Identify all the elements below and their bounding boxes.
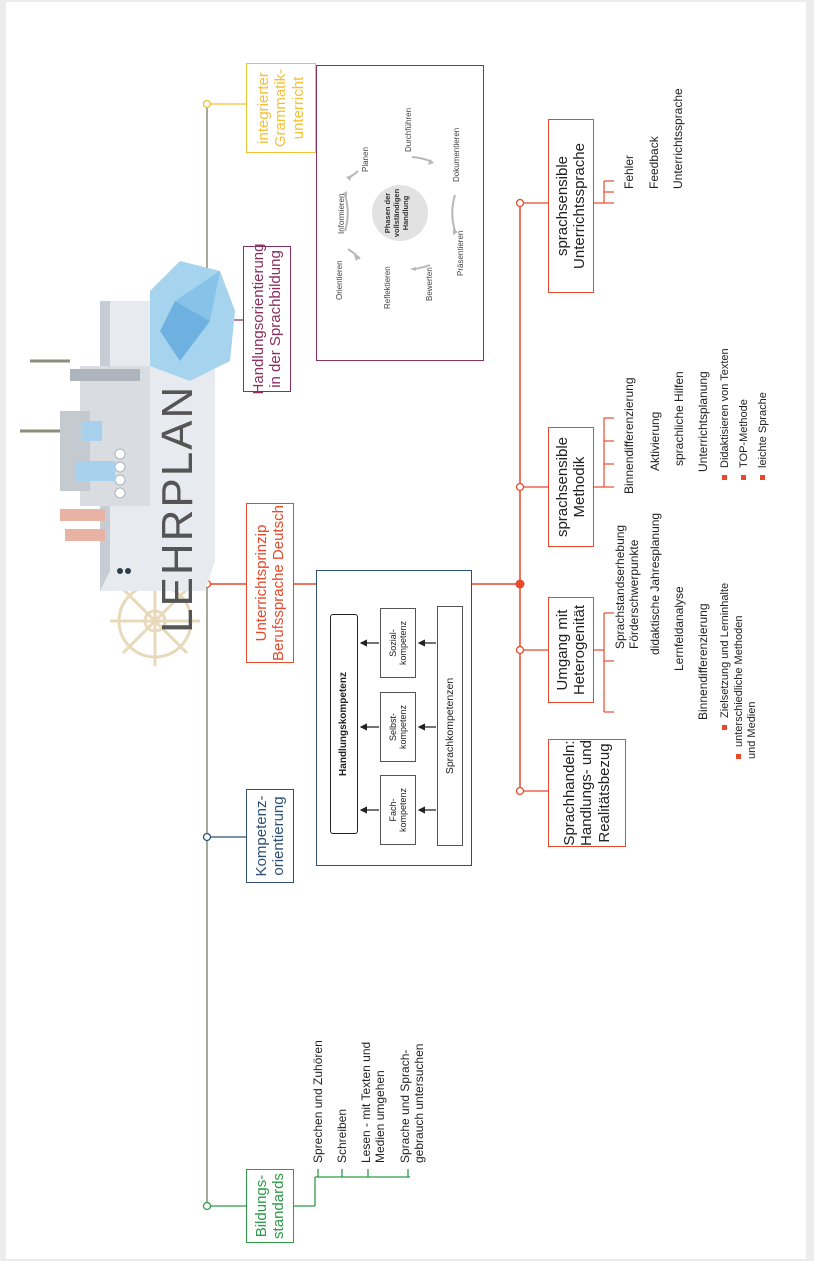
hetero-bullet-2: unterschiedliche Methoden und Medien	[733, 615, 758, 759]
methodik-item-3: sprachliche Hilfen	[672, 371, 686, 466]
methodik-bullet-3: leichte Sprache	[757, 392, 769, 480]
lehrplan-title: LEHRPLAN	[153, 384, 202, 633]
box-unterrichtssprache: sprachsensible Unterrichtssprache	[548, 119, 594, 293]
hetero-item-4: Lernfeldanalyse	[672, 586, 686, 671]
hetero-item-1: Sprachstandserhebung	[613, 524, 627, 649]
box-methodik: sprachsensible Methodik	[548, 427, 594, 547]
methodik-item-2: Aktivierung	[648, 411, 662, 471]
box-heterogenitaet: Umgang mit Heterogenität	[548, 597, 594, 703]
hetero-bullet-1: Zielsetzung und Lerninhalte	[719, 583, 731, 730]
methodik-item-1: Binnendifferenzierung	[622, 377, 636, 494]
hetero-item-2: Förderschwerpunkte	[627, 539, 641, 649]
box-sprachhandeln: Sprachhandeln: Handlungs- und Realitätsb…	[548, 739, 626, 847]
methodik-bullet-2: TOP-Methode	[738, 399, 750, 480]
sprache-item-2: Feedback	[647, 136, 661, 189]
sprache-item-3: Unterrichtssprache	[671, 88, 685, 189]
methodik-item-4: Unterrichtsplanung	[696, 371, 710, 472]
methodik-bullet-1: Didaktisieren von Texten	[719, 348, 731, 480]
hetero-item-3: didaktische Jahresplanung	[648, 512, 662, 655]
sprache-item-1: Fehler	[622, 154, 636, 189]
cycle-center	[372, 185, 428, 241]
hetero-item-5: Binnendifferenzierung	[696, 603, 710, 720]
